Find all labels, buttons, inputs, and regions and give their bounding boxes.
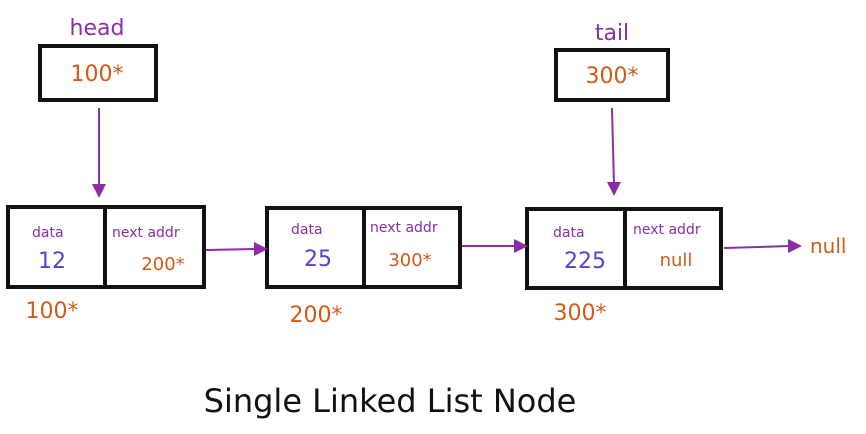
node-1-next-value: 200* [141, 254, 184, 275]
head-box [38, 44, 158, 102]
tail-pointer: tail 300* [554, 21, 670, 102]
node-1: data 12 next addr 200* 100* [6, 205, 206, 324]
head-label: head [70, 16, 125, 41]
node-2-next-cell [362, 206, 462, 289]
node-3-next-cell [623, 207, 723, 290]
node-3-next-label: next addr [633, 222, 701, 238]
node-3-data-label: data [553, 225, 585, 241]
link-arrow-1-2 [205, 242, 268, 256]
head-pointer: head 100* [38, 16, 158, 102]
node-3-next-value: null [660, 250, 693, 271]
tail-arrow [607, 107, 621, 196]
null-terminal: null [810, 234, 846, 258]
node-1-data-cell [6, 205, 107, 289]
node-1-data-value: 12 [38, 249, 66, 274]
node-2-data-value: 25 [304, 247, 332, 272]
node-2-data-label: data [291, 222, 323, 238]
diagram-title: Single Linked List Node [204, 382, 577, 420]
node-1-next-cell [103, 205, 206, 289]
node-2-address: 200* [290, 303, 343, 328]
head-value: 100* [71, 62, 124, 87]
node-1-address: 100* [26, 299, 79, 324]
node-3: data 225 next addr null 300* [525, 207, 723, 326]
node-1-next-label: next addr [112, 225, 180, 241]
tail-value: 300* [586, 64, 639, 89]
tail-label: tail [595, 21, 629, 46]
tail-box [554, 48, 670, 102]
link-arrow-3-null [723, 239, 802, 253]
head-arrow [92, 108, 106, 198]
node-3-data-value: 225 [564, 249, 606, 274]
node-1-data-label: data [32, 225, 64, 241]
node-2: data 25 next addr 300* 200* [265, 206, 462, 328]
node-2-data-cell [265, 206, 366, 289]
node-2-next-value: 300* [388, 250, 431, 271]
link-arrow-2-3 [462, 239, 528, 253]
node-2-next-label: next addr [370, 220, 438, 236]
node-3-address: 300* [554, 301, 607, 326]
